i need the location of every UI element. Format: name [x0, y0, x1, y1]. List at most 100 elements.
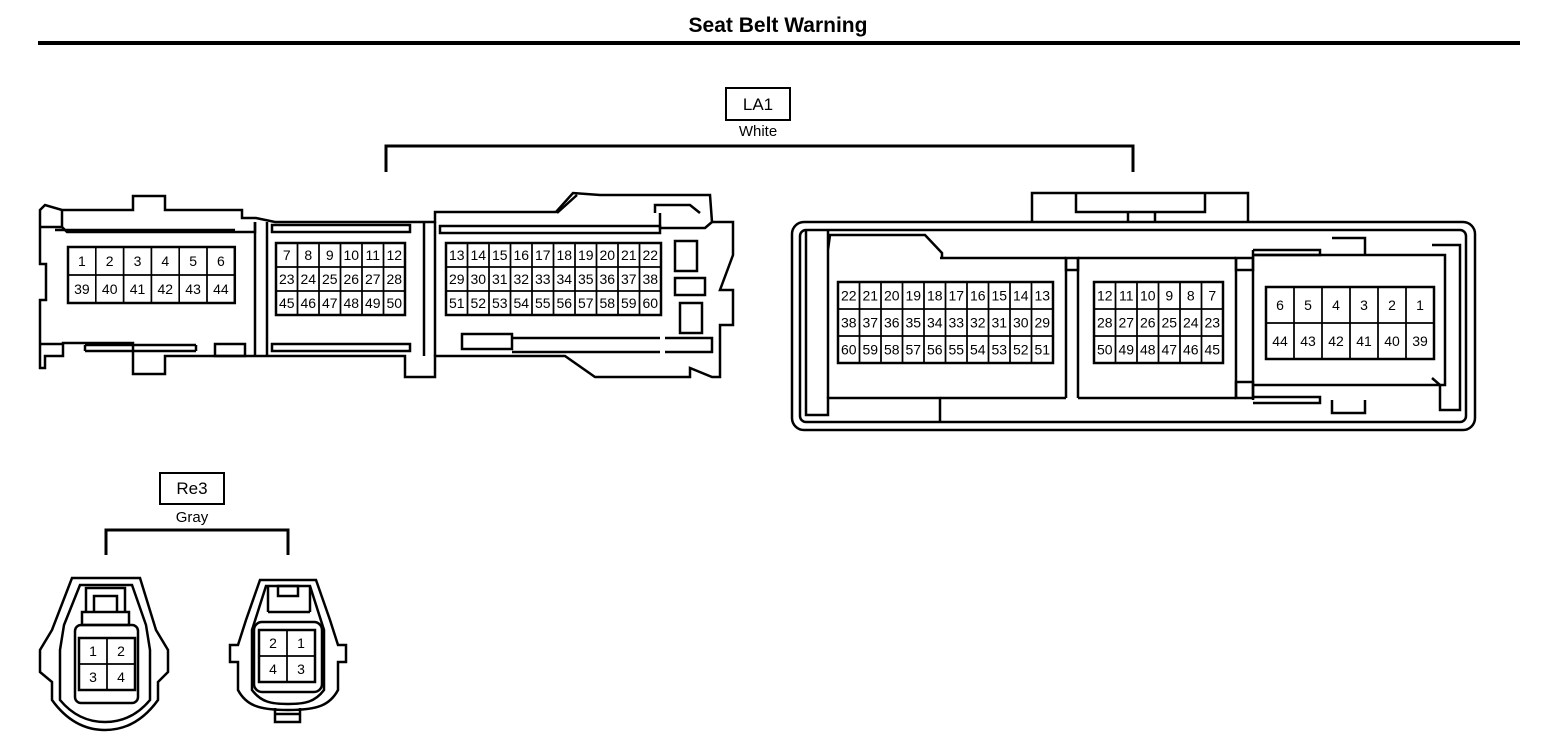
pin-number: 6	[217, 253, 225, 269]
pin-number: 22	[642, 247, 658, 263]
pin-number: 25	[1161, 315, 1177, 331]
pin-cell	[382, 290, 406, 316]
pin-number: 26	[343, 271, 359, 287]
pin-number: 28	[386, 271, 402, 287]
pin-number: 38	[642, 271, 658, 287]
pin-number: 1	[89, 643, 97, 659]
pin-number: 2	[1388, 297, 1396, 313]
pin-cell	[1405, 322, 1435, 360]
pin-number: 16	[970, 288, 986, 304]
pin-number: 3	[89, 669, 97, 685]
pin-number: 27	[365, 271, 381, 287]
pin-number: 60	[642, 295, 658, 311]
pin-cell	[1200, 335, 1224, 364]
pin-number: 54	[513, 295, 529, 311]
pin-number: 4	[117, 669, 125, 685]
pin-number: 27	[1118, 315, 1134, 331]
pin-cell	[206, 274, 236, 304]
pin-number: 3	[1360, 297, 1368, 313]
pin-number: 1	[78, 253, 86, 269]
re3-right-housing	[228, 578, 348, 724]
pin-number: 58	[884, 342, 900, 358]
pin-cell	[1030, 335, 1054, 364]
pin-number: 35	[905, 315, 921, 331]
pin-number: 52	[1013, 342, 1029, 358]
title-rule	[38, 41, 1520, 45]
pin-number: 45	[279, 295, 295, 311]
pin-number: 11	[365, 247, 380, 263]
pin-number: 59	[862, 342, 878, 358]
pin-number: 19	[905, 288, 921, 304]
pin-number: 32	[970, 315, 986, 331]
pin-number: 4	[269, 661, 277, 677]
pin-number: 46	[300, 295, 316, 311]
pin-number: 59	[621, 295, 637, 311]
pin-number: 9	[326, 247, 334, 263]
pin-number: 60	[841, 342, 857, 358]
pin-number: 15	[991, 288, 1007, 304]
pin-number: 53	[991, 342, 1007, 358]
pin-number: 14	[1013, 288, 1029, 304]
re3-right-pins: 2 1 4 3	[257, 628, 317, 684]
pin-number: 29	[1034, 315, 1050, 331]
pin-number: 57	[578, 295, 594, 311]
re3-color: Gray	[176, 509, 209, 526]
pin-number: 13	[1034, 288, 1050, 304]
la1-left-housing	[38, 191, 735, 379]
pin-number: 3	[297, 661, 305, 677]
pin-number: 37	[862, 315, 878, 331]
pin-number: 43	[1300, 333, 1316, 349]
pin-number: 13	[449, 247, 465, 263]
pin-number: 49	[1118, 342, 1134, 358]
pin-number: 39	[74, 281, 90, 297]
pin-number: 37	[621, 271, 637, 287]
pin-number: 29	[449, 271, 465, 287]
pin-number: 20	[884, 288, 900, 304]
pin-number: 8	[304, 247, 312, 263]
pin-number: 15	[492, 247, 508, 263]
pin-number: 3	[134, 253, 142, 269]
re3-left-housing	[38, 576, 170, 732]
la1-code: LA1	[743, 95, 773, 114]
pin-number: 55	[535, 295, 551, 311]
pin-number: 35	[578, 271, 594, 287]
pin-number: 48	[1140, 342, 1156, 358]
pin-number: 25	[322, 271, 338, 287]
pin-number: 36	[884, 315, 900, 331]
pin-number: 30	[470, 271, 486, 287]
pin-number: 40	[1384, 333, 1400, 349]
pin-number: 47	[322, 295, 338, 311]
pin-number: 17	[948, 288, 964, 304]
pin-number: 52	[470, 295, 486, 311]
pin-number: 41	[130, 281, 146, 297]
pin-cell	[106, 663, 136, 691]
pin-number: 31	[991, 315, 1007, 331]
pin-number: 1	[1416, 297, 1424, 313]
pin-number: 16	[513, 247, 529, 263]
pin-number: 33	[535, 271, 551, 287]
pin-number: 41	[1356, 333, 1372, 349]
pin-number: 2	[269, 635, 277, 651]
pin-number: 20	[599, 247, 615, 263]
pin-number: 24	[300, 271, 316, 287]
pin-number: 39	[1412, 333, 1428, 349]
pin-number: 42	[158, 281, 174, 297]
diagram-title: Seat Belt Warning	[688, 14, 868, 37]
pin-number: 51	[1034, 342, 1050, 358]
pin-number: 49	[365, 295, 381, 311]
pin-number: 56	[927, 342, 943, 358]
pin-number: 57	[905, 342, 921, 358]
pin-number: 51	[449, 295, 465, 311]
pin-number: 8	[1187, 288, 1195, 304]
pin-number: 46	[1183, 342, 1199, 358]
pin-number: 1	[297, 635, 305, 651]
pin-number: 14	[470, 247, 486, 263]
pin-number: 4	[1332, 297, 1340, 313]
pin-number: 5	[189, 253, 197, 269]
